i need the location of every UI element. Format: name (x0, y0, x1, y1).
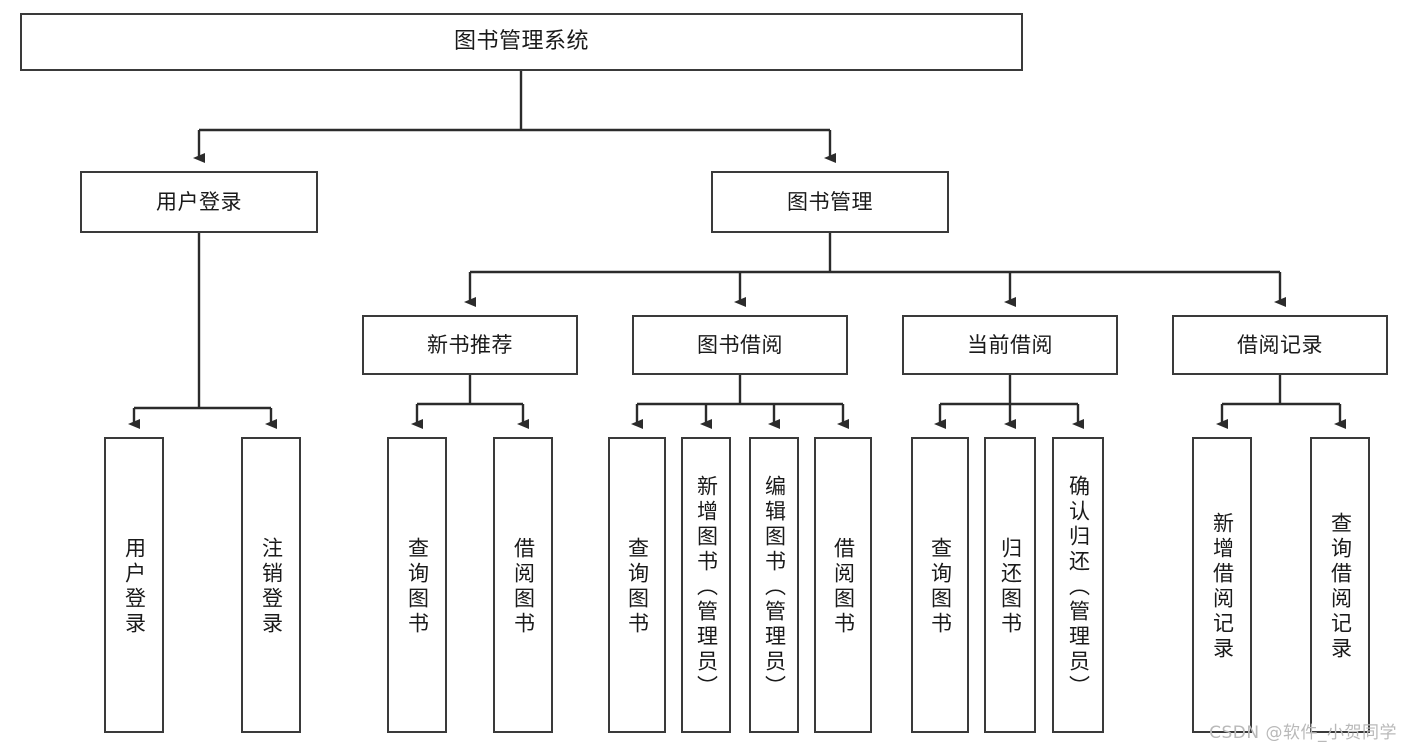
leaf-user-login-logout[interactable]: 注销登录 (241, 437, 301, 733)
node-label: 查询图书 (625, 537, 650, 637)
leaf-user-login-login[interactable]: 用户登录 (104, 437, 164, 733)
leaf-book-borrow-borrow-book[interactable]: 借阅图书 (814, 437, 872, 733)
node-label: 归还图书 (998, 537, 1023, 637)
node-label: 新增图书（管理员） (694, 474, 719, 700)
node-label: 图书管理 (787, 189, 873, 214)
leaf-new-book-borrow-book[interactable]: 借阅图书 (493, 437, 553, 733)
leaf-borrow-record-add-record[interactable]: 新增借阅记录 (1192, 437, 1252, 733)
leaf-current-borrow-return-book[interactable]: 归还图书 (984, 437, 1036, 733)
node-label: 查询图书 (928, 537, 953, 637)
node-label: 图书管理系统 (453, 29, 589, 55)
node-label: 当前借阅 (967, 332, 1053, 357)
node-book-borrow[interactable]: 图书借阅 (632, 315, 848, 375)
leaf-borrow-record-query-record[interactable]: 查询借阅记录 (1310, 437, 1370, 733)
node-new-book-recommend[interactable]: 新书推荐 (362, 315, 578, 375)
node-label: 图书借阅 (697, 332, 783, 357)
node-label: 查询借阅记录 (1328, 512, 1353, 662)
node-label: 新增借阅记录 (1210, 512, 1235, 662)
leaf-current-borrow-confirm-return-admin[interactable]: 确认归还（管理员） (1052, 437, 1104, 733)
node-current-borrow[interactable]: 当前借阅 (902, 315, 1118, 375)
node-label: 借阅图书 (831, 537, 856, 637)
leaf-book-borrow-edit-book-admin[interactable]: 编辑图书（管理员） (749, 437, 799, 733)
node-root-book-management-system[interactable]: 图书管理系统 (20, 13, 1023, 71)
node-label: 借阅图书 (511, 537, 536, 637)
node-borrow-record[interactable]: 借阅记录 (1172, 315, 1388, 375)
node-label: 用户登录 (156, 189, 242, 214)
leaf-book-borrow-add-book-admin[interactable]: 新增图书（管理员） (681, 437, 731, 733)
node-label: 编辑图书（管理员） (762, 474, 787, 700)
leaf-current-borrow-query-book[interactable]: 查询图书 (911, 437, 969, 733)
node-label: 借阅记录 (1237, 332, 1323, 357)
node-label: 注销登录 (259, 537, 284, 637)
node-label: 查询图书 (405, 537, 430, 637)
node-label: 新书推荐 (427, 332, 513, 357)
node-label: 确认归还（管理员） (1066, 474, 1091, 700)
node-user-login[interactable]: 用户登录 (80, 171, 318, 233)
node-book-management[interactable]: 图书管理 (711, 171, 949, 233)
node-label: 用户登录 (122, 537, 147, 637)
leaf-new-book-query-book[interactable]: 查询图书 (387, 437, 447, 733)
leaf-book-borrow-query-book[interactable]: 查询图书 (608, 437, 666, 733)
